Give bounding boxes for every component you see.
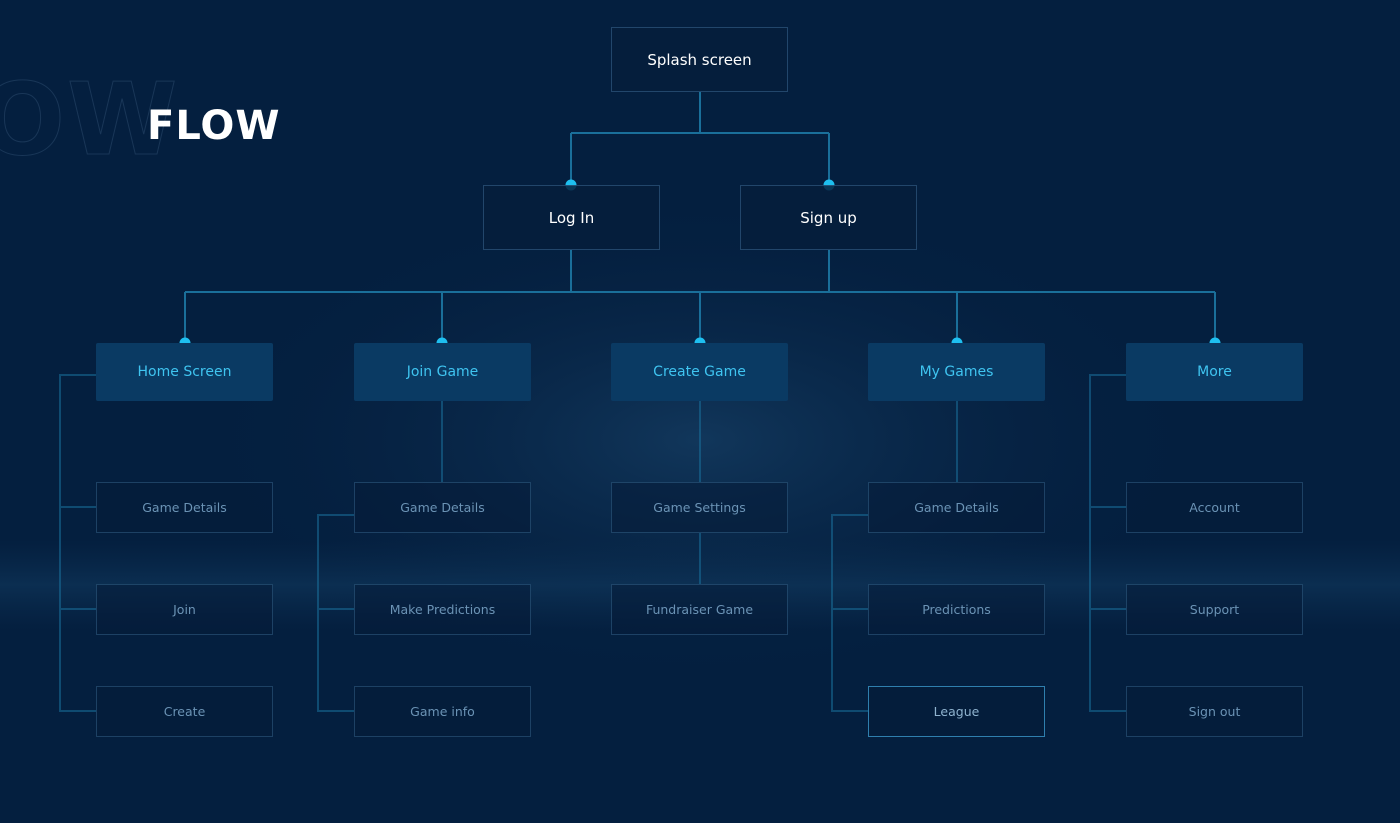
node-more-support[interactable]: Support [1126,584,1303,635]
node-more-account[interactable]: Account [1126,482,1303,533]
node-join-game[interactable]: Join Game [354,343,531,401]
node-join-make-predictions[interactable]: Make Predictions [354,584,531,635]
ghost-title: OW [0,61,180,178]
node-mygames-game-details[interactable]: Game Details [868,482,1045,533]
node-splash-screen[interactable]: Splash screen [611,27,788,92]
node-create-fundraiser-game[interactable]: Fundraiser Game [611,584,788,635]
node-join-game-info[interactable]: Game info [354,686,531,737]
node-mygames-league[interactable]: League [868,686,1045,737]
node-more[interactable]: More [1126,343,1303,401]
connector-home-children [59,374,96,712]
node-log-in[interactable]: Log In [483,185,660,250]
connector-auth-sections [185,250,1215,293]
connector-mygames-children [831,514,868,712]
node-create-game[interactable]: Create Game [611,343,788,401]
connector-root-auth [570,92,830,185]
connector-join-children [317,514,354,712]
connector-more-children [1089,374,1126,712]
node-mygames-predictions[interactable]: Predictions [868,584,1045,635]
page-title: FLOW [147,103,281,149]
node-my-games[interactable]: My Games [868,343,1045,401]
node-home-join[interactable]: Join [96,584,273,635]
node-home-screen[interactable]: Home Screen [96,343,273,401]
node-more-sign-out[interactable]: Sign out [1126,686,1303,737]
node-create-game-settings[interactable]: Game Settings [611,482,788,533]
node-sign-up[interactable]: Sign up [740,185,917,250]
node-home-create[interactable]: Create [96,686,273,737]
node-join-game-details[interactable]: Game Details [354,482,531,533]
node-home-game-details[interactable]: Game Details [96,482,273,533]
